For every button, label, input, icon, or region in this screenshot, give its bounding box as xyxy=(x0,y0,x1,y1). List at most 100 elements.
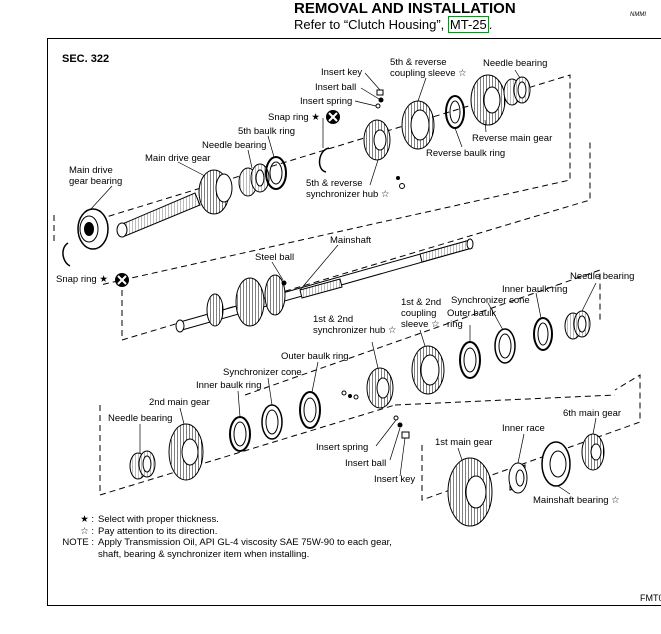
fifth-reverse-hub-text: synchronizer hub xyxy=(306,189,379,200)
fifth-reverse-hub-line-1: 5th & reverse xyxy=(306,178,363,189)
label-outer-baulk-ring-left: Outer baulk ring xyxy=(281,351,349,362)
legend-row: ★ :Select with proper thickness. xyxy=(58,514,392,526)
label-insert-spring-bottom: Insert spring xyxy=(316,442,369,453)
snap-ring-top xyxy=(318,147,330,173)
label-synchronizer-cone-right: Synchronizer cone xyxy=(451,295,530,306)
needle-bearing-right xyxy=(564,310,591,340)
snap-ring-top-text: Snap ring xyxy=(268,112,309,123)
first-second-sleeve-line-1: 1st & 2nd xyxy=(401,297,442,308)
select-star-icon: ★ xyxy=(311,112,320,123)
inner-baulk-ring-left xyxy=(229,416,251,452)
first-second-sleeve-line-3: sleeve ☆ xyxy=(401,319,441,330)
fifth-reverse-synchronizer-hub xyxy=(363,119,391,161)
fifth-reverse-coupling-sleeve xyxy=(401,100,435,150)
insert-parts-bottom xyxy=(393,415,410,439)
legend-text: Pay attention to its direction. xyxy=(98,525,218,537)
main-drive-gear-bearing xyxy=(77,208,109,250)
first-second-hub-line-1: 1st & 2nd xyxy=(313,314,354,325)
outer-baulk-ring-right-line-1: Outer baulk xyxy=(447,308,497,319)
label-inner-race: Inner race xyxy=(502,423,545,434)
label-first-main-gear: 1st main gear xyxy=(435,437,493,448)
label-steel-ball: Steel ball xyxy=(255,252,295,263)
label-needle-bearing-right: Needle bearing xyxy=(570,271,635,282)
label-synchronizer-cone-left: Synchronizer cone xyxy=(223,367,302,378)
label-insert-ball-top: Insert ball xyxy=(315,82,357,93)
select-star-icon: ★ xyxy=(99,274,108,285)
label-mainshaft: Mainshaft xyxy=(330,235,372,246)
direction-star-icon: ☆ xyxy=(388,325,397,336)
snap-ring-left xyxy=(62,242,71,267)
label-insert-key-top: Insert key xyxy=(321,67,363,78)
label-needle-bearing-upper-left: Needle bearing xyxy=(202,140,267,151)
label-second-main-gear: 2nd main gear xyxy=(149,397,210,408)
mainshaft-bearing xyxy=(541,441,571,487)
page-title: REMOVAL AND INSTALLATION xyxy=(294,0,516,17)
legend-row: NOTE :Apply Transmission Oil, API GL-4 v… xyxy=(58,537,392,549)
first-main-gear xyxy=(447,457,493,527)
synchronizer-cone-left xyxy=(261,404,283,440)
reverse-main-gear xyxy=(470,74,506,126)
second-main-gear xyxy=(168,423,204,481)
legend-text: Apply Transmission Oil, API GL-4 viscosi… xyxy=(98,537,392,548)
legend-key: ★ : xyxy=(80,514,94,525)
corner-code: NMMI xyxy=(630,12,646,18)
legend-key xyxy=(58,549,98,561)
label-snap-ring-top: Snap ring ★ xyxy=(268,112,320,123)
needle-bearing-lower-left xyxy=(129,450,156,480)
outer-baulk-ring-left xyxy=(299,391,321,429)
reverse-baulk-ring xyxy=(445,95,465,129)
label-snap-ring-left: Snap ring ★ xyxy=(56,274,108,285)
main-drive-gear-bearing-line-1: Main drive xyxy=(69,165,113,176)
direction-star-icon: ☆ xyxy=(381,189,390,200)
inner-baulk-ring-right xyxy=(533,317,553,351)
fifth-reverse-hub-line-2: synchronizer hub ☆ xyxy=(306,189,390,200)
section-number: SEC. 322 xyxy=(62,53,110,65)
direction-star-icon: ☆ xyxy=(431,319,440,330)
legend-notes: ★ :Select with proper thickness. ☆ :Pay … xyxy=(58,514,392,560)
main-drive-gear xyxy=(116,169,233,238)
label-fifth-baulk-ring: 5th baulk ring xyxy=(238,126,296,137)
mainshaft-bearing-text: Mainshaft bearing xyxy=(533,495,609,506)
subtitle-prefix: Refer to “Clutch Housing”, xyxy=(294,17,448,32)
synchronizer-cone-right xyxy=(494,328,516,364)
first-second-coupling-sleeve xyxy=(411,345,445,395)
needle-bearing-upper-left xyxy=(238,163,270,197)
mt-25-link[interactable]: MT-25 xyxy=(447,16,489,33)
figure-frame xyxy=(47,38,661,606)
subtitle-suffix: . xyxy=(488,17,493,32)
main-drive-gear-bearing-line-2: gear bearing xyxy=(69,176,123,187)
legend-row: ☆ :Pay attention to its direction. xyxy=(58,526,392,538)
legend-row: shaft, bearing & synchronizer item when … xyxy=(58,549,392,561)
inner-race xyxy=(508,462,528,494)
fifth-reverse-sleeve-text: coupling sleeve xyxy=(390,68,456,79)
outer-baulk-ring-right-line-2: ring xyxy=(447,319,463,330)
assembly-guide-lines xyxy=(53,74,641,501)
label-mainshaft-bearing: Mainshaft bearing ☆ xyxy=(533,495,620,506)
fifth-reverse-sleeve-line-1: 5th & reverse xyxy=(390,57,447,68)
first-second-hub-line-2: synchronizer hub ☆ xyxy=(313,325,397,336)
direction-star-icon: ☆ xyxy=(458,68,467,79)
label-insert-key-bottom: Insert key xyxy=(374,474,416,485)
label-reverse-baulk-ring: Reverse baulk ring xyxy=(426,148,506,159)
leader-lines xyxy=(89,69,597,495)
snap-ring-left-text: Snap ring xyxy=(56,274,97,285)
fifth-reverse-sleeve-line-2: coupling sleeve ☆ xyxy=(390,68,467,79)
figure-code: FMT0 xyxy=(640,593,661,603)
label-insert-ball-bottom: Insert ball xyxy=(345,458,387,469)
label-main-drive-gear: Main drive gear xyxy=(145,153,211,164)
non-reusable-symbol-left xyxy=(115,273,129,287)
non-reusable-symbol-top xyxy=(326,110,340,124)
outer-baulk-ring-right xyxy=(459,341,481,379)
label-needle-bearing-top-right: Needle bearing xyxy=(483,58,548,69)
mainshaft xyxy=(175,238,474,333)
first-second-sleeve-text: sleeve xyxy=(401,319,429,330)
label-reverse-main-gear: Reverse main gear xyxy=(472,133,553,144)
page-subtitle: Refer to “Clutch Housing”, MT-25. xyxy=(294,16,493,33)
label-sixth-main-gear: 6th main gear xyxy=(563,408,622,419)
